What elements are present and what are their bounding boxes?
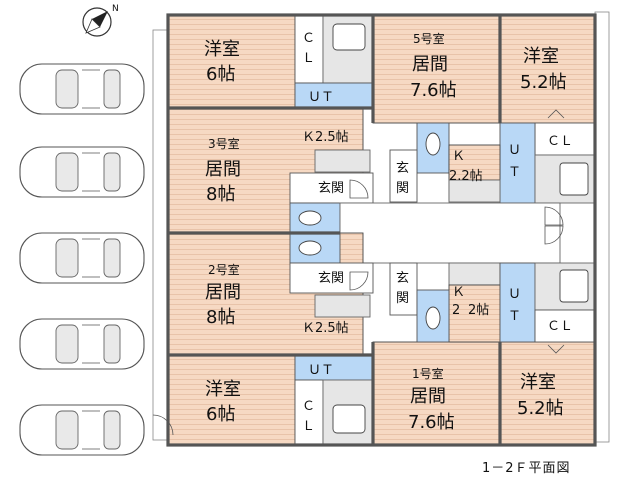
room-size: 6帖 [206,64,235,85]
closet-label: Ｃ [302,399,315,414]
living-room-7.6jo [372,14,501,124]
kitchen-counter [314,294,371,318]
utility-toilet [294,82,374,109]
unit-2 [167,232,374,356]
room-size: 7.6帖 [408,412,455,433]
entrance-label: 関 [396,181,409,196]
room-size: 8帖 [206,184,235,205]
room-size: 6帖 [206,404,235,425]
utility-label: ＵＴ [308,363,334,378]
room-size: 7.6帖 [410,80,457,101]
parking-area [19,63,145,456]
entrance-label: 玄関 [318,181,344,196]
utility-label: Ｕ [508,287,521,302]
western-room-6jo [167,354,296,446]
closet-label: Ｌ [302,51,315,66]
compass-north-label: N [112,4,119,14]
kitchen-label: Ｋ [452,285,465,300]
closet [294,379,324,446]
utility-label: Ｔ [508,309,521,324]
western-room-5.2jo [499,341,596,446]
utility-label: ＵＴ [308,90,334,105]
room-size: 5.2帖 [517,398,564,419]
closet-label: ＣＬ [547,134,573,149]
car-icon [19,404,145,456]
closet-label: Ｃ [302,31,315,46]
kitchen-size: Ｋ2.5帖 [302,130,349,145]
unit-1 [167,262,596,446]
kitchen-size: 2帖 [468,303,489,318]
car-icon [19,232,145,284]
unit-number: 3号室 [208,136,240,151]
compass-icon: N [82,4,119,37]
closet-label: ＣＬ [547,319,573,334]
room-size: 5.2帖 [520,72,567,93]
room-size: 8帖 [206,307,235,328]
room-label: 洋室 [523,46,559,67]
kitchen-counter [314,149,371,173]
utility-label: Ｔ [508,165,521,180]
kitchen-label: Ｋ [452,149,465,164]
car-icon [19,63,145,115]
entrance-label: 玄 [396,161,409,176]
room-label: 居間 [205,159,241,180]
living-room-7.6jo [372,341,501,446]
room-label: 居間 [410,386,446,407]
kitchen-size: 2.2帖 [449,169,483,184]
kitchen-size: Ｋ2.5帖 [302,321,349,336]
entrance [389,262,418,316]
unit-5 [167,14,596,204]
utility-label: Ｕ [508,143,521,158]
western-room-6jo [167,14,296,109]
unit-number: 1号室 [412,366,444,381]
room-label: 居間 [205,282,241,303]
unit-number: 2号室 [208,262,240,277]
closet-2 [534,122,596,156]
room-label: 洋室 [204,39,240,60]
staircase [448,179,501,203]
closet-2 [534,309,596,343]
entrance-label: 玄 [396,271,409,286]
plan-caption: 1－2Ｆ平面図 [482,461,571,476]
utility-toilet-2 [499,262,536,343]
room-label: 洋室 [520,372,556,393]
entrance-label: 玄関 [318,271,344,286]
kitchen-size: 2 [452,303,460,318]
car-icon [19,318,145,370]
corridor [339,202,561,264]
entrance [389,149,418,203]
entrance-label: 関 [396,291,409,306]
room-label: 洋室 [205,379,241,400]
staircase [448,262,501,286]
unit-number: 5号室 [413,31,445,46]
western-room-5.2jo [499,14,596,124]
car-icon [19,146,145,198]
closet [294,14,324,84]
utility-toilet-2 [499,122,536,204]
closet-label: Ｌ [302,419,315,434]
room-label: 居間 [412,54,448,75]
